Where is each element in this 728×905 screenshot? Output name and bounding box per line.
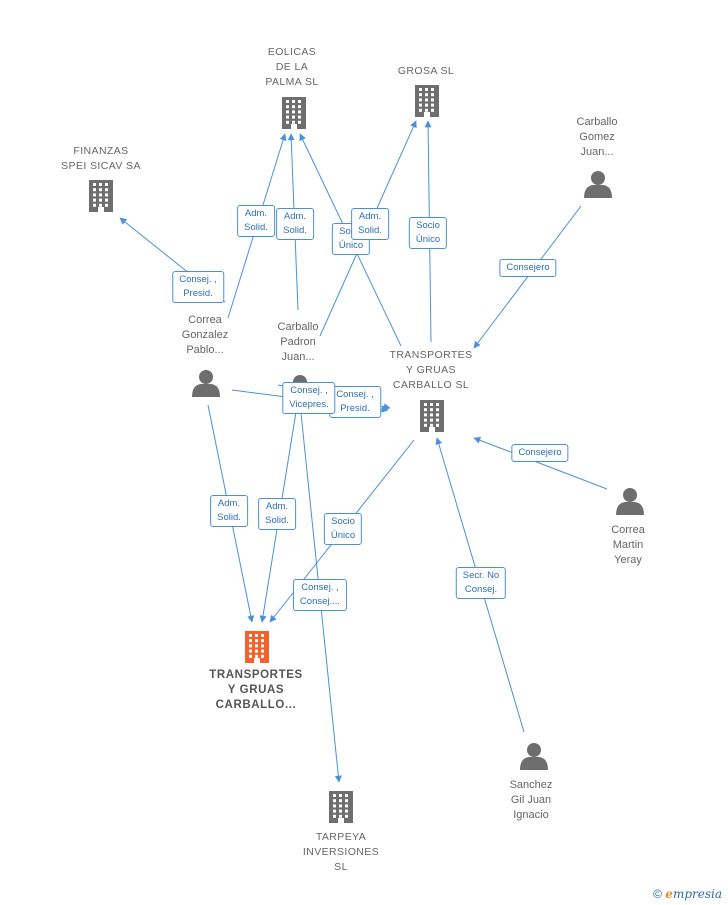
person-icon[interactable] xyxy=(520,743,548,770)
edge-label-e13[interactable]: Socio Único xyxy=(323,513,363,545)
node-label-correa-martin[interactable]: Correa Martin Yeray xyxy=(611,524,645,566)
edge-label-e2[interactable]: Adm. Solid. xyxy=(237,205,275,237)
focus-company-icon[interactable] xyxy=(245,631,269,663)
person-icon[interactable] xyxy=(192,370,220,397)
person-icon[interactable] xyxy=(616,488,644,515)
edge-label-e8[interactable]: Consej. , Presid. xyxy=(329,386,381,418)
node-label-eolicas[interactable]: EOLICAS DE LA PALMA SL xyxy=(265,46,319,88)
edge-label-e9[interactable]: Consej. , Vicepres. xyxy=(282,382,336,414)
node-label-carballo-padron[interactable]: Carballo Padron Juan... xyxy=(277,321,319,363)
company-icon[interactable] xyxy=(89,180,113,212)
edge-label-e5[interactable]: Adm. Solid. xyxy=(351,208,389,240)
footer-brand[interactable]: © empresia xyxy=(653,887,722,901)
node-label-correa-gonzalez[interactable]: Correa Gonzalez Pablo... xyxy=(181,314,229,356)
edge-correa_martin-to-transportes_sl xyxy=(473,436,608,490)
company-icon[interactable] xyxy=(415,85,439,117)
node-label-sanchez[interactable]: Sanchez Gil Juan Ignacio xyxy=(509,779,553,821)
edge-label-e15[interactable]: Secr. No Consej. xyxy=(455,567,507,599)
edge-label-e6[interactable]: Socio Único xyxy=(408,217,448,249)
node-label-carballo-gomez[interactable]: Carballo Gomez Juan... xyxy=(576,116,618,158)
edge-label-e1[interactable]: Consej. , Presid. xyxy=(172,271,224,303)
edge-label-e11[interactable]: Adm. Solid. xyxy=(210,495,248,527)
brand-logo-initial: e xyxy=(665,887,673,901)
edge-label-e7[interactable]: Consejero xyxy=(499,259,557,277)
edge-label-e3[interactable]: Adm. Solid. xyxy=(276,208,314,240)
company-icon[interactable] xyxy=(420,400,444,432)
company-icon[interactable] xyxy=(329,791,353,823)
copyright-symbol: © xyxy=(653,887,662,901)
person-icon[interactable] xyxy=(584,171,612,198)
edge-label-e10[interactable]: Consejero xyxy=(511,444,569,462)
edge-label-e14[interactable]: Consej. , Consej.... xyxy=(292,579,348,611)
company-icon[interactable] xyxy=(282,97,306,129)
node-label-tarpeya[interactable]: TARPEYA INVERSIONES SL xyxy=(302,831,380,873)
node-label-finanzas[interactable]: FINANZAS SPEI SICAV SA xyxy=(61,145,141,172)
brand-name: mpresia xyxy=(672,887,722,901)
edge-label-e12[interactable]: Adm. Solid. xyxy=(258,498,296,530)
node-label-transportes-sl[interactable]: TRANSPORTES Y GRUAS CARBALLO SL xyxy=(389,349,473,391)
node-label-grosa[interactable]: GROSA SL xyxy=(397,65,455,77)
edge-carballo_gomez-to-transportes_sl xyxy=(473,205,582,349)
node-label-focus[interactable]: TRANSPORTES Y GRUAS CARBALLO... xyxy=(209,669,303,711)
